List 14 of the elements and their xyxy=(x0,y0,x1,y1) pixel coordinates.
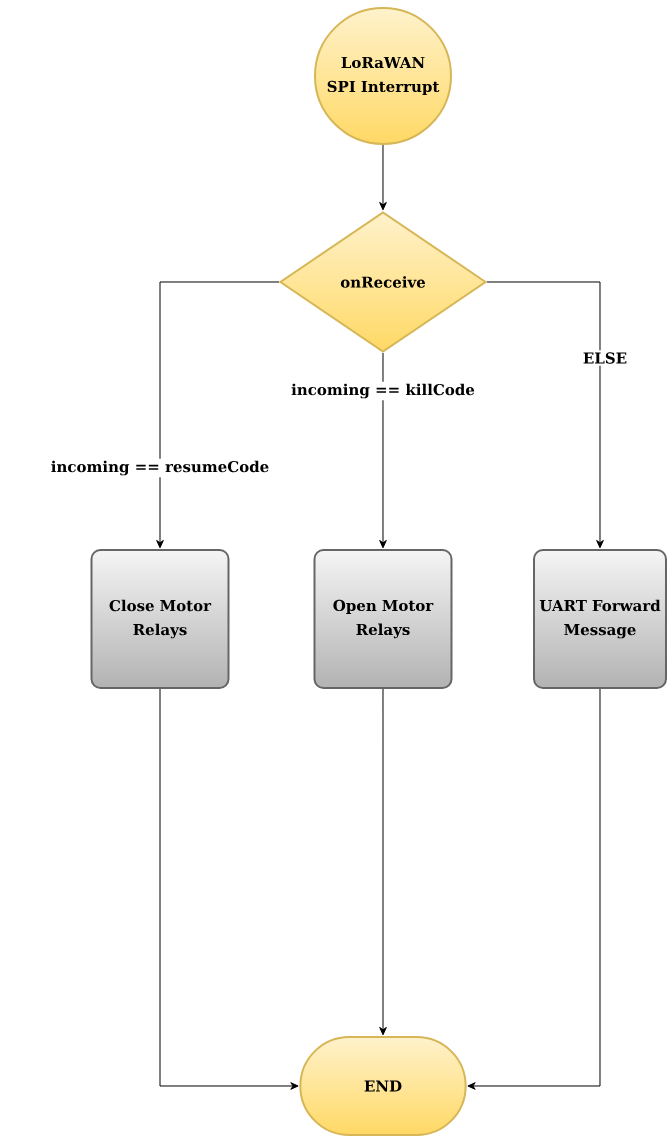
process-box: Open Motor Relays xyxy=(313,549,453,689)
end-terminal: END xyxy=(299,1036,467,1136)
arrow xyxy=(156,281,280,549)
arrow xyxy=(379,144,387,211)
arrow xyxy=(159,688,299,1090)
process-box: UART Forward Message xyxy=(533,549,667,689)
arrow xyxy=(379,352,387,549)
arrow xyxy=(379,688,387,1036)
edge-label: incoming == resumeCode xyxy=(48,458,272,478)
edge-label: incoming == killCode xyxy=(289,381,477,401)
edge-label: ELSE xyxy=(580,350,630,366)
process-box: Close Motor Relays xyxy=(90,549,230,689)
arrow xyxy=(486,281,604,549)
arrow xyxy=(467,688,601,1090)
